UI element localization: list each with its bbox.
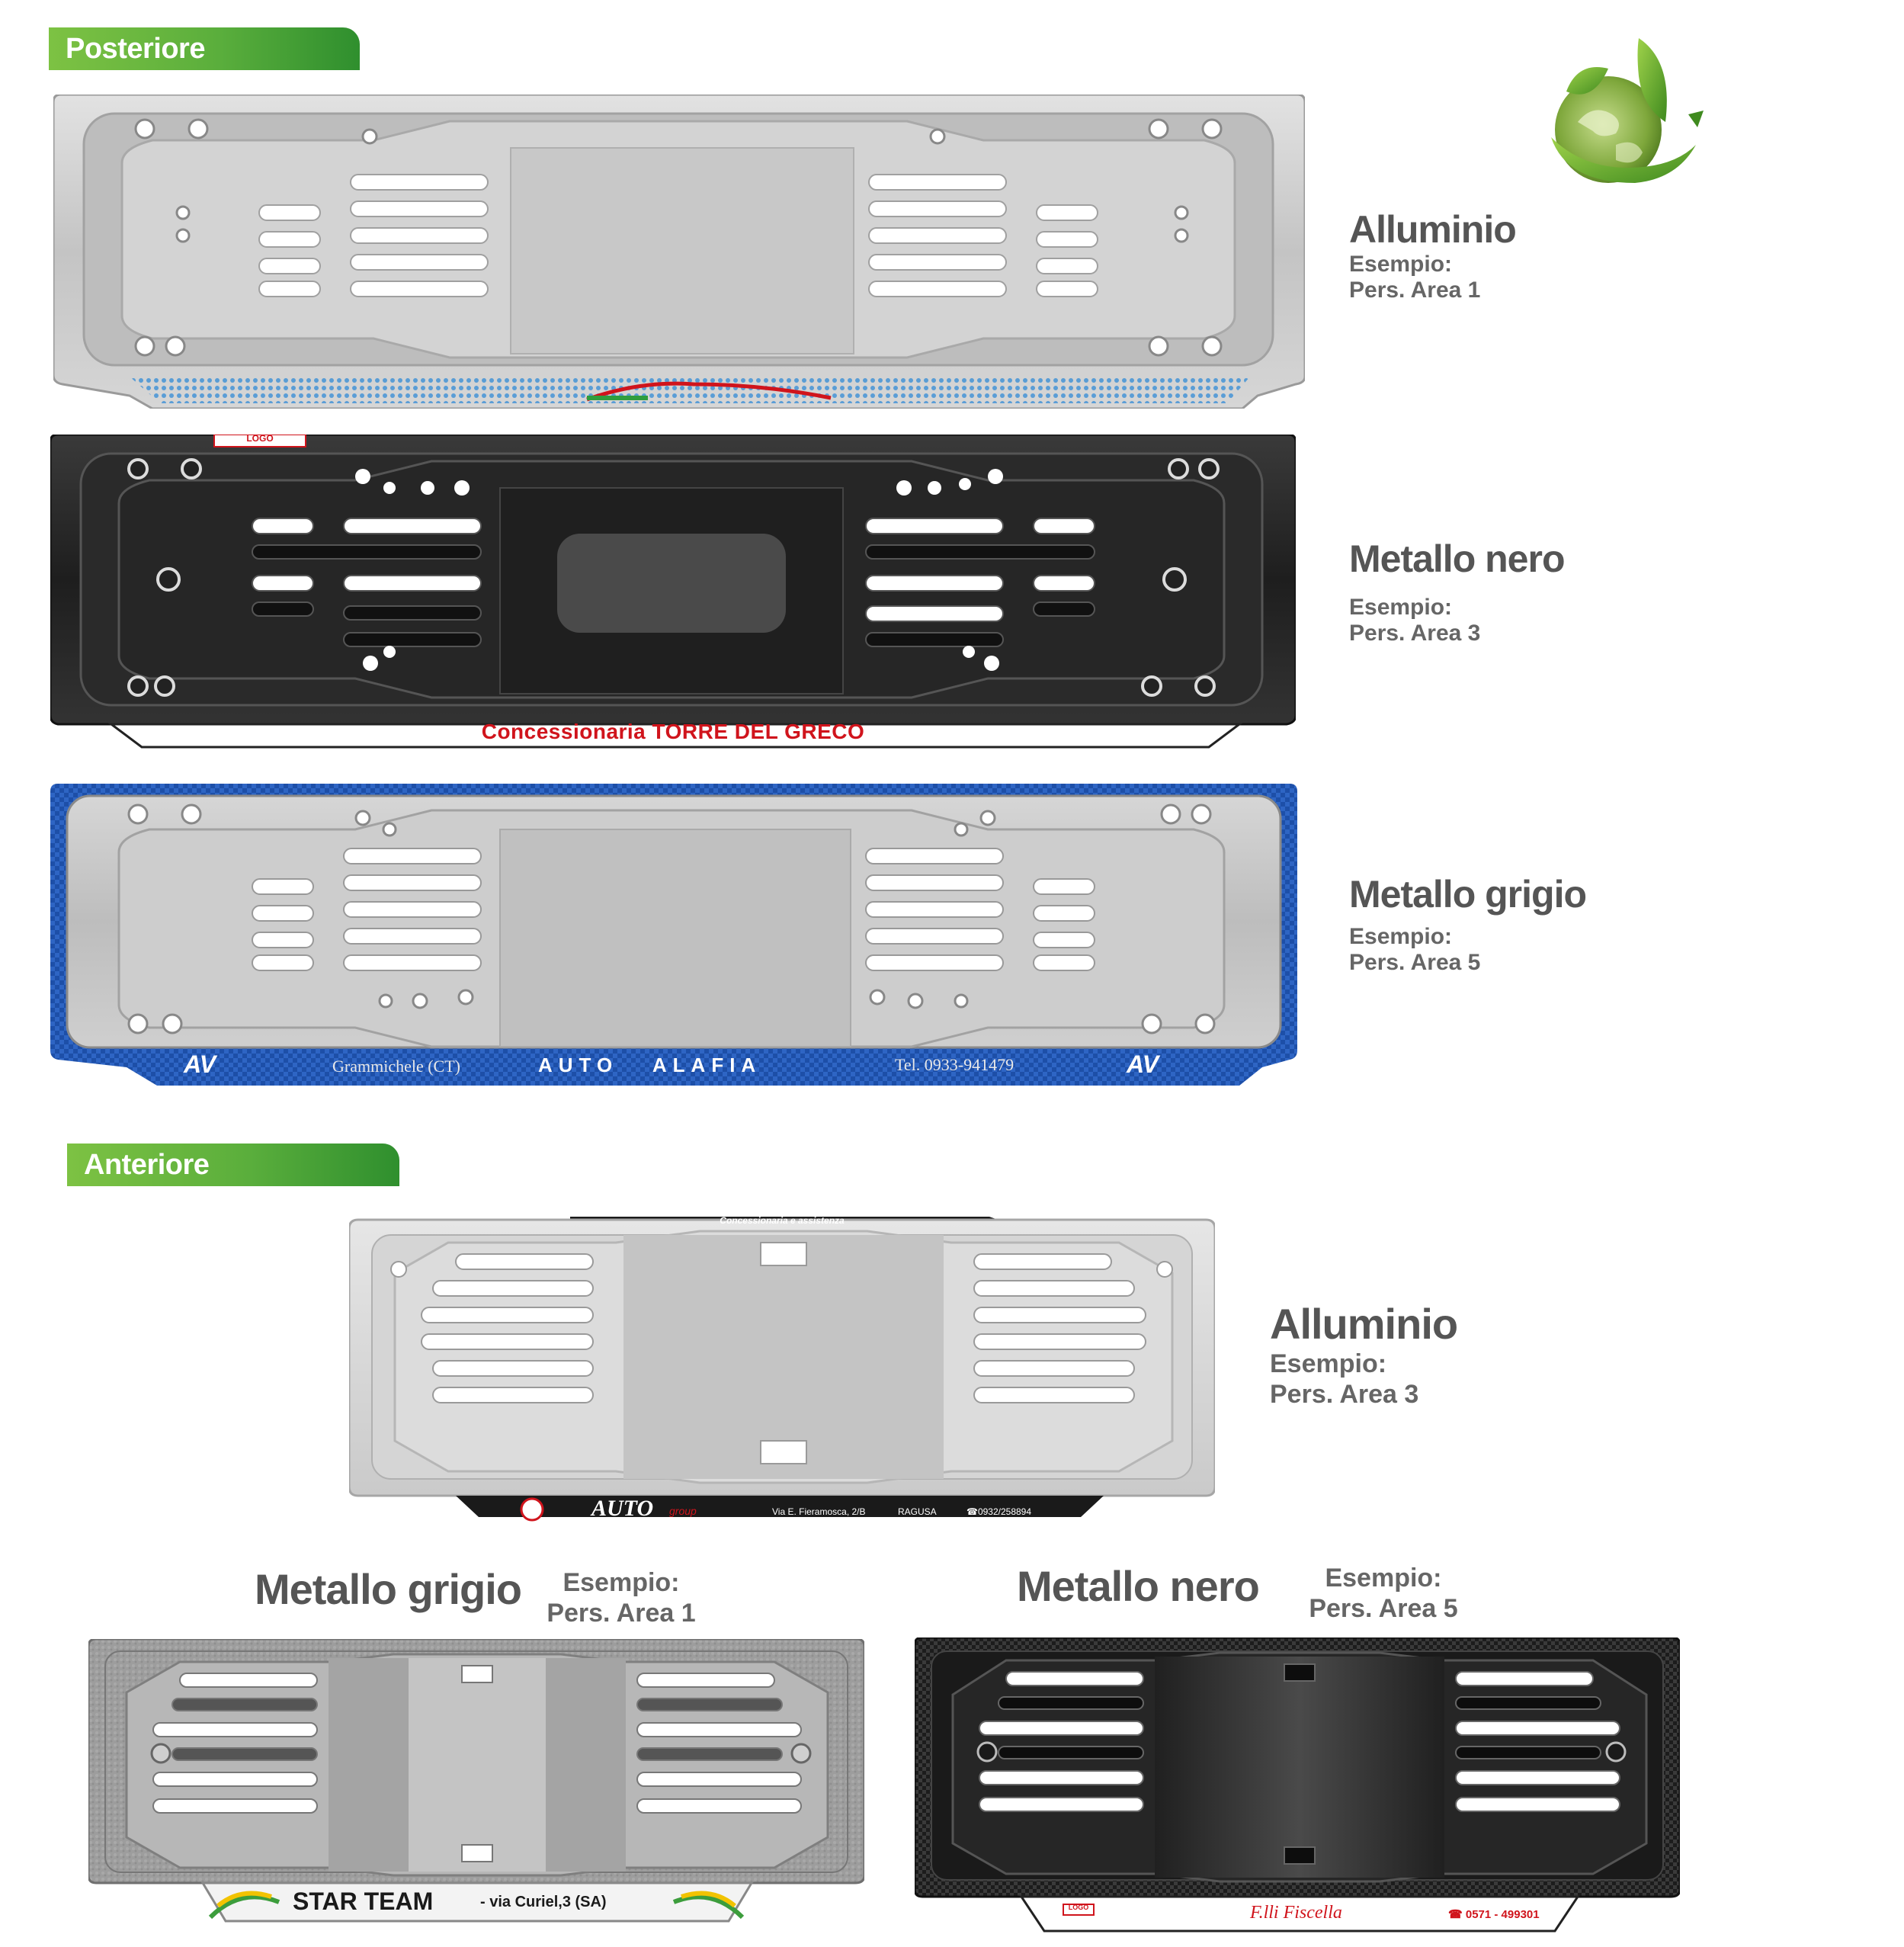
front-alu-top-text: Concessionaria e assistenza <box>720 1215 845 1226</box>
rear-label-grey-area: Pers. Area 5 <box>1349 950 1481 975</box>
section-tag-rear-label: Posteriore <box>66 33 205 65</box>
front-label-aluminium: Alluminio Esempio: Pers. Area 3 <box>1270 1299 1458 1410</box>
rear-label-grey-material: Metallo grigio <box>1349 873 1587 916</box>
front-label-black-example-wrap: Esempio: Pers. Area 5 <box>1288 1563 1479 1624</box>
front-label-grey-area: Pers. Area 1 <box>547 1599 696 1628</box>
section-tag-front: Anteriore <box>67 1144 399 1186</box>
rear-label-aluminium-material: Alluminio <box>1349 208 1517 251</box>
front-alu-strip-brand: AUTO <box>591 1496 654 1521</box>
eco-globe-icon <box>1524 23 1707 194</box>
front-label-grey-example-wrap: Esempio: Pers. Area 1 <box>526 1567 716 1628</box>
rear-plate-aluminium <box>53 95 1305 409</box>
front-black-logo-text: LOGO <box>1068 1904 1089 1911</box>
front-label-aluminium-material: Alluminio <box>1270 1300 1458 1348</box>
section-tag-front-label: Anteriore <box>84 1149 210 1181</box>
rear-label-black-material: Metallo nero <box>1349 537 1565 580</box>
rear-plate-black: Concessionaria TORRE DEL GRECO LOGO <box>50 433 1296 753</box>
rear-grey-strip-city: Grammichele (CT) <box>332 1057 460 1076</box>
front-alu-strip-brand-sub: group <box>669 1505 697 1517</box>
rear-black-strip-text: Concessionaria TORRE DEL GRECO <box>481 720 865 743</box>
rear-grey-strip-logo-left: AV <box>184 1050 216 1078</box>
rear-label-grey: Metallo grigio Esempio: Pers. Area 5 <box>1349 872 1587 976</box>
front-label-grey-material: Metallo grigio <box>255 1565 522 1613</box>
front-label-aluminium-area: Pers. Area 3 <box>1270 1380 1419 1409</box>
front-alu-strip-address: Via E. Fieramosca, 2/B <box>772 1506 866 1517</box>
front-alu-strip-phone: ☎0932/258894 <box>966 1506 1032 1517</box>
front-alu-strip-city: RAGUSA <box>898 1506 937 1517</box>
rear-label-black: Metallo nero Esempio: Pers. Area 3 <box>1349 537 1565 646</box>
rear-grey-strip-phone: Tel. 0933-941479 <box>895 1055 1015 1074</box>
section-tag-rear: Posteriore <box>49 27 360 70</box>
rear-grey-strip-name: AUTO ALAFIA <box>538 1054 762 1076</box>
front-label-aluminium-example: Esempio: <box>1270 1349 1387 1378</box>
front-label-black-material-wrap: Metallo nero <box>1017 1561 1260 1611</box>
front-label-black-material: Metallo nero <box>1017 1562 1260 1610</box>
front-plate-aluminium: Concessionaria e assistenza AUTO group V… <box>349 1212 1215 1525</box>
rear-label-black-example: Esempio: <box>1349 595 1453 620</box>
front-plate-black: LOGO F.lli Fiscella ☎ 0571 - 499301 <box>915 1637 1680 1942</box>
front-label-grey-material-wrap: Metallo grigio <box>255 1564 522 1614</box>
front-grey-strip-name: STAR TEAM <box>293 1888 434 1915</box>
rear-label-aluminium: Alluminio Esempio: Pers. Area 1 <box>1349 207 1517 303</box>
rear-label-grey-example: Esempio: <box>1349 924 1453 949</box>
front-label-black-area: Pers. Area 5 <box>1309 1594 1458 1623</box>
rear-label-aluminium-example: Esempio: <box>1349 252 1453 277</box>
rear-plate-grey: AV Grammichele (CT) AUTO ALAFIA Tel. 093… <box>50 784 1297 1086</box>
rear-label-black-area: Pers. Area 3 <box>1349 621 1481 646</box>
front-label-grey-example: Esempio: <box>563 1568 680 1597</box>
front-black-strip-name: F.lli Fiscella <box>1250 1903 1342 1923</box>
front-label-black-example: Esempio: <box>1325 1564 1442 1593</box>
rear-grey-strip-logo-right: AV <box>1127 1050 1159 1078</box>
front-plate-grey: STAR TEAM - via Curiel,3 (SA) <box>88 1639 864 1929</box>
rear-label-aluminium-area: Pers. Area 1 <box>1349 277 1481 303</box>
front-black-strip-phone: ☎ 0571 - 499301 <box>1448 1908 1540 1921</box>
rear-black-logo-text: LOGO <box>246 433 274 444</box>
front-grey-strip-address: - via Curiel,3 (SA) <box>480 1894 607 1910</box>
